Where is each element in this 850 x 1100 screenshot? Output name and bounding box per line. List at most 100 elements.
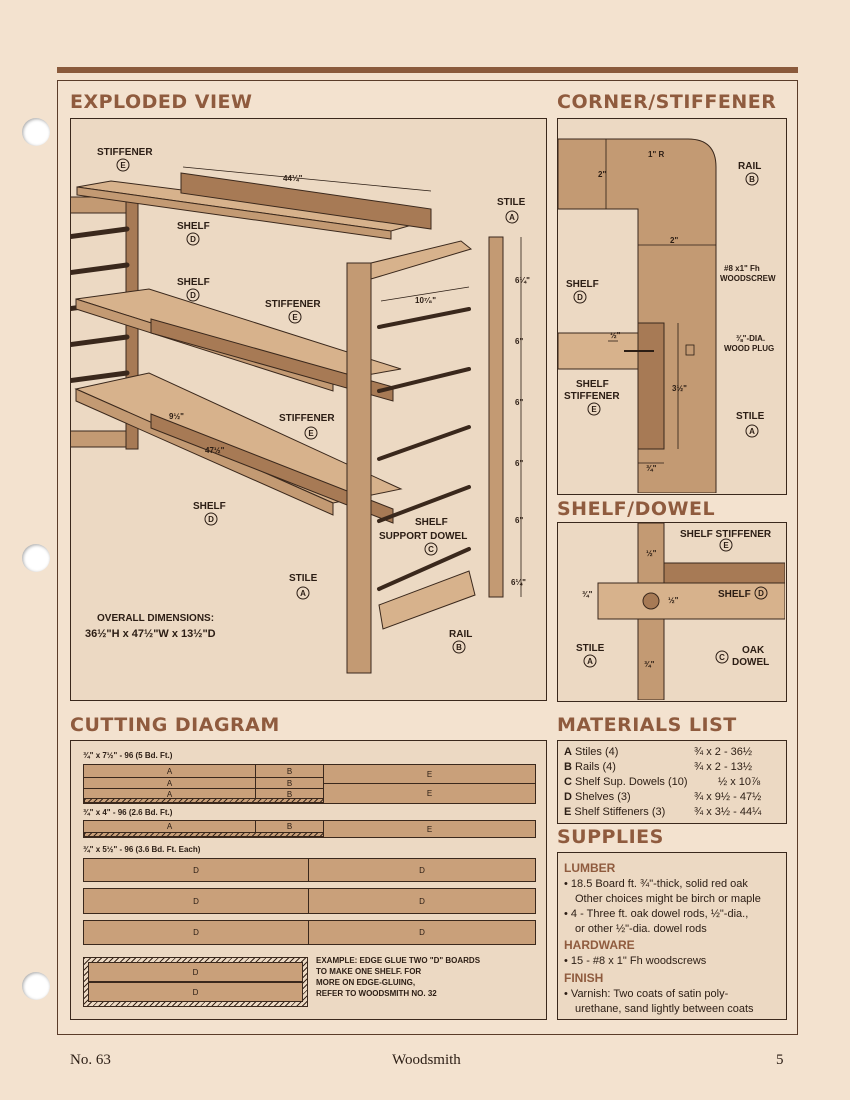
right-stile xyxy=(488,236,504,598)
page-number: 5 xyxy=(776,1052,784,1068)
piece-d: D xyxy=(419,896,425,906)
supplies-panel: LUMBER • 18.5 Board ft. ¾"-thick, solid … xyxy=(557,852,787,1020)
edge-glue-note: EXAMPLE: EDGE GLUE TWO "D" BOARDS TO MAK… xyxy=(316,955,480,999)
cutting-diagram-panel: ¾" x 7½" - 96 (5 Bd. Ft.) A B A B A B E … xyxy=(70,740,547,1020)
piece-a: A xyxy=(84,778,256,789)
svg-text:¾": ¾" xyxy=(646,464,657,473)
label-support-dowel-1: SHELF xyxy=(415,517,448,528)
hardware-heading: HARDWARE xyxy=(564,938,635,952)
finish-heading: FINISH xyxy=(564,971,604,985)
label-stiffener-1: SHELF xyxy=(576,379,609,390)
label-shelf: SHELF xyxy=(718,589,751,600)
board-3a: D D xyxy=(83,858,536,882)
binder-hole-middle xyxy=(22,544,50,572)
svg-text:E: E xyxy=(292,313,298,322)
board-2-label: ¾" x 4" - 96 (2.6 Bd. Ft.) xyxy=(83,808,173,817)
svg-text:B: B xyxy=(456,643,462,652)
top-rule xyxy=(57,67,798,73)
piece-d: D xyxy=(88,962,303,982)
waste-hatch xyxy=(84,798,324,803)
label-rail: RAIL xyxy=(738,161,761,172)
material-size: ¾ x 2 - 13½ xyxy=(694,761,753,773)
svg-text:E: E xyxy=(591,405,597,414)
circle-e-mid xyxy=(288,310,302,324)
bottom-stiffener xyxy=(150,413,394,524)
material-row: C Shelf Sup. Dowels (10) xyxy=(564,776,688,788)
corner-stiffener-title: CORNER/STIFFENER xyxy=(557,91,777,113)
shelf-dowel-panel: SHELF STIFFENER E ½" ¾" ½" SHELF D STILE… xyxy=(557,522,787,702)
stile-dimensions: 6¼" 6" 6" 6" 6" 6¼" xyxy=(511,237,530,597)
svg-text:6": 6" xyxy=(515,516,523,525)
material-row: A Stiles (4) xyxy=(564,746,619,758)
svg-text:C: C xyxy=(428,545,434,554)
lumber-item: • 4 - Three ft. oak dowel rods, ½"-dia., xyxy=(564,908,749,920)
svg-text:¾": ¾" xyxy=(582,590,593,599)
piece-b: B xyxy=(256,778,324,789)
material-size: ¾ x 3½ - 44¼ xyxy=(694,806,762,818)
support-dowels xyxy=(377,307,471,591)
svg-text:E: E xyxy=(308,429,314,438)
piece-a: A xyxy=(84,789,256,799)
material-size: ½ x 10⅞ xyxy=(718,776,761,788)
svg-text:D: D xyxy=(208,515,214,524)
board-2: A B E xyxy=(83,820,536,838)
material-row: D Shelves (3) xyxy=(564,791,631,803)
label-oak: OAK xyxy=(742,645,765,656)
material-size: ¾ x 9½ - 47½ xyxy=(694,791,762,803)
label-stile: STILE xyxy=(576,643,605,654)
piece-b: B xyxy=(256,789,324,799)
piece-d: D xyxy=(84,889,309,913)
circle-e-top xyxy=(116,158,130,172)
svg-text:C: C xyxy=(719,653,725,662)
label-shelf-2: SHELF xyxy=(177,277,210,288)
exploded-view-drawing: 6¼" 6" 6" 6" 6" 6¼" 44¼" 10⁷⁄₈" 9½" 47½"… xyxy=(42,147,530,674)
board-1-label: ¾" x 7½" - 96 (5 Bd. Ft.) xyxy=(83,751,173,760)
svg-text:2": 2" xyxy=(598,170,606,179)
piece-a: A xyxy=(84,821,256,832)
svg-text:D: D xyxy=(190,235,196,244)
overall-dimensions-label: OVERALL DIMENSIONS: xyxy=(97,613,214,624)
svg-text:½": ½" xyxy=(610,331,621,340)
label-stile: STILE xyxy=(736,411,765,422)
svg-text:6¼": 6¼" xyxy=(515,276,530,285)
issue-number: No. 63 xyxy=(70,1052,111,1068)
label-rail: RAIL xyxy=(449,629,472,640)
corner-stiffener-drawing: 2" 2" 1" R ½" 3½" ¾" RAIL B #8 x1" Fh WO… xyxy=(557,138,776,494)
page-frame xyxy=(57,80,798,1035)
label-stile-front: STILE xyxy=(289,573,318,584)
label-stiffener-top: STIFFENER xyxy=(97,147,153,158)
piece-d: D xyxy=(84,859,309,881)
piece-d: D xyxy=(88,982,303,1002)
shelf-dowel-title: SHELF/DOWEL xyxy=(557,498,716,520)
svg-text:6": 6" xyxy=(515,459,523,468)
binder-hole-top xyxy=(22,118,50,146)
lumber-item: • 18.5 Board ft. ¾"-thick, solid red oak xyxy=(564,878,748,890)
lumber-item-cont: Other choices might be birch or maple xyxy=(575,893,761,905)
svg-text:A: A xyxy=(509,213,515,222)
svg-text:½": ½" xyxy=(668,596,679,605)
circle-d-2 xyxy=(186,288,200,302)
material-row: E Shelf Stiffeners (3) xyxy=(564,806,666,818)
rail-and-stile xyxy=(557,138,717,494)
back-rail-bottom xyxy=(42,430,136,448)
overall-dimensions-value: 36½"H x 47½"W x 13½"D xyxy=(85,628,216,640)
circle-a-front xyxy=(296,586,310,600)
svg-text:2": 2" xyxy=(670,236,678,245)
middle-stiffener xyxy=(150,318,394,402)
shelf-dowel-drawing: SHELF STIFFENER E ½" ¾" ½" SHELF D STILE… xyxy=(576,522,786,701)
note-line: TO MAKE ONE SHELF. FOR xyxy=(316,967,422,976)
piece-a: A xyxy=(84,765,256,778)
circle-d-1 xyxy=(186,232,200,246)
note-line: MORE ON EDGE-GLUING, xyxy=(316,978,416,987)
stiffener-section xyxy=(663,562,786,584)
radius-label: 1" R xyxy=(648,150,664,159)
supplies-title: SUPPLIES xyxy=(557,826,664,848)
lumber-heading: LUMBER xyxy=(564,861,616,875)
binder-hole-bottom xyxy=(22,972,50,1000)
board-3-label: ¾" x 5½" - 96 (3.6 Bd. Ft. Each) xyxy=(83,845,201,854)
svg-text:D: D xyxy=(577,293,583,302)
materials-list-panel: A Stiles (4) ¾ x 2 - 36½ B Rails (4) ¾ x… xyxy=(557,740,787,824)
stiffener-section xyxy=(637,322,665,450)
svg-text:6": 6" xyxy=(515,337,523,346)
svg-text:½": ½" xyxy=(646,549,657,558)
